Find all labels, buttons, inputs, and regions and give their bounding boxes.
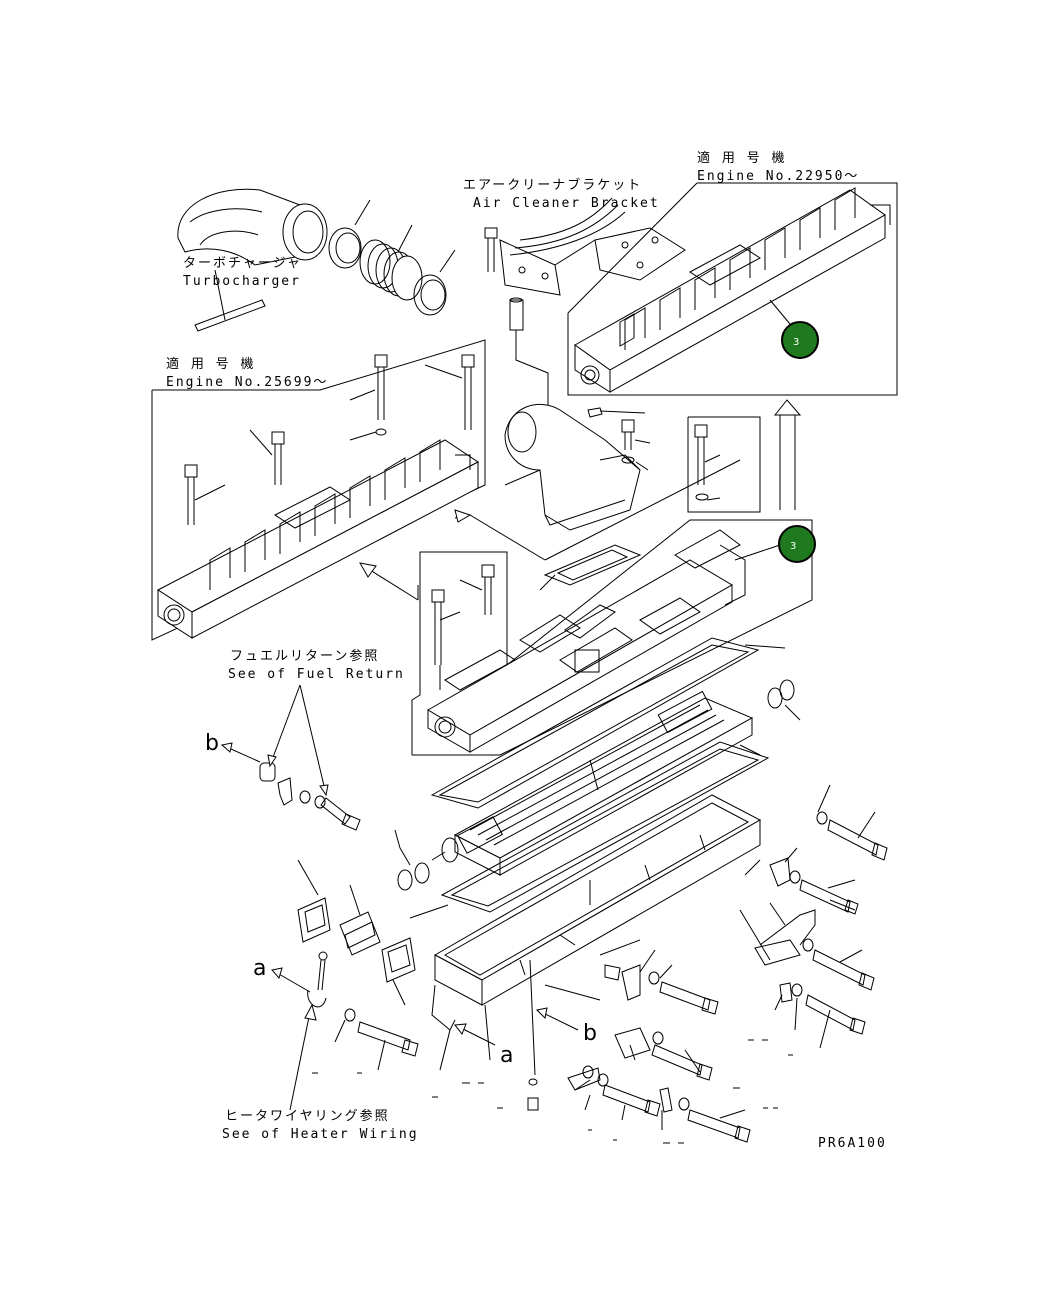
- lower-brackets-bolts: [484, 934, 751, 1143]
- exhaust-manifold-left: [157, 439, 479, 639]
- manifold-gasket-upper: [430, 637, 786, 809]
- air-cleaner-en: Air Cleaner Bracket: [473, 196, 660, 211]
- fuel-return-en: See of Fuel Return: [228, 667, 405, 682]
- placeholder-dashes: [312, 1039, 793, 1144]
- air-cleaner-bracket-group: エアークリーナブラケット Air Cleaner Bracket: [463, 177, 686, 405]
- figure-code: PR6A100: [818, 1136, 887, 1151]
- callout-3-top-number: 3: [793, 337, 799, 348]
- right-side-bolts: [739, 784, 888, 1049]
- turbocharger-group: ターボチャージャ Turbocharger: [177, 188, 456, 332]
- main-manifold-box: [411, 519, 813, 756]
- ref-a-center: a: [500, 1043, 513, 1068]
- callout-3-main-number: 3: [790, 541, 796, 552]
- engine-box-left-jp: 適 用 号 機: [166, 356, 255, 372]
- turbocharger-jp: ターボチャージャ: [183, 256, 302, 271]
- callout-3-main-circle[interactable]: [778, 525, 816, 563]
- ref-b-left: b: [205, 731, 219, 756]
- aftercooler-core: [394, 679, 801, 891]
- bellows-hose: [359, 224, 423, 301]
- left-small-parts: [259, 762, 419, 1071]
- reference-labels: フュエルリターン参照 See of Fuel Return b ヒータワイヤリン…: [205, 648, 597, 1142]
- exhaust-manifold-top: [574, 187, 891, 393]
- manifold-gasket-lower: [409, 741, 770, 919]
- ref-b-center: b: [583, 1021, 597, 1046]
- ref-a-left: a: [253, 956, 266, 981]
- callout-3-top-circle[interactable]: [781, 321, 819, 359]
- heater-wiring-jp: ヒータワイヤリング参照: [225, 1108, 390, 1124]
- engine-box-top-right: 適 用 号 機 Engine No.22950～: [567, 150, 898, 396]
- callout-3-main[interactable]: 3: [778, 525, 816, 563]
- aftercooler-housing: [431, 794, 762, 1071]
- engine-box-top-jp: 適 用 号 機: [697, 150, 786, 166]
- exhaust-outlet-elbow: [504, 403, 651, 591]
- engine-box-top-frame: [567, 182, 898, 396]
- engine-box-left: 適 用 号 機 Engine No.25699～: [151, 339, 486, 641]
- arrows: [359, 399, 802, 601]
- bolts-left-box: [184, 354, 475, 525]
- engine-box-left-en: Engine No.25699～: [166, 375, 328, 390]
- turbocharger-en: Turbocharger: [183, 274, 301, 289]
- heater-wiring-en: See of Heater Wiring: [222, 1127, 419, 1142]
- callout-3-top[interactable]: 3: [781, 321, 819, 359]
- engine-box-top-en: Engine No.22950～: [697, 169, 859, 184]
- fuel-return-jp: フュエルリターン参照: [230, 648, 379, 664]
- exhaust-manifold-main: [427, 529, 746, 753]
- bolt-box-right: [687, 416, 761, 513]
- air-cleaner-jp: エアークリーナブラケット: [463, 177, 642, 193]
